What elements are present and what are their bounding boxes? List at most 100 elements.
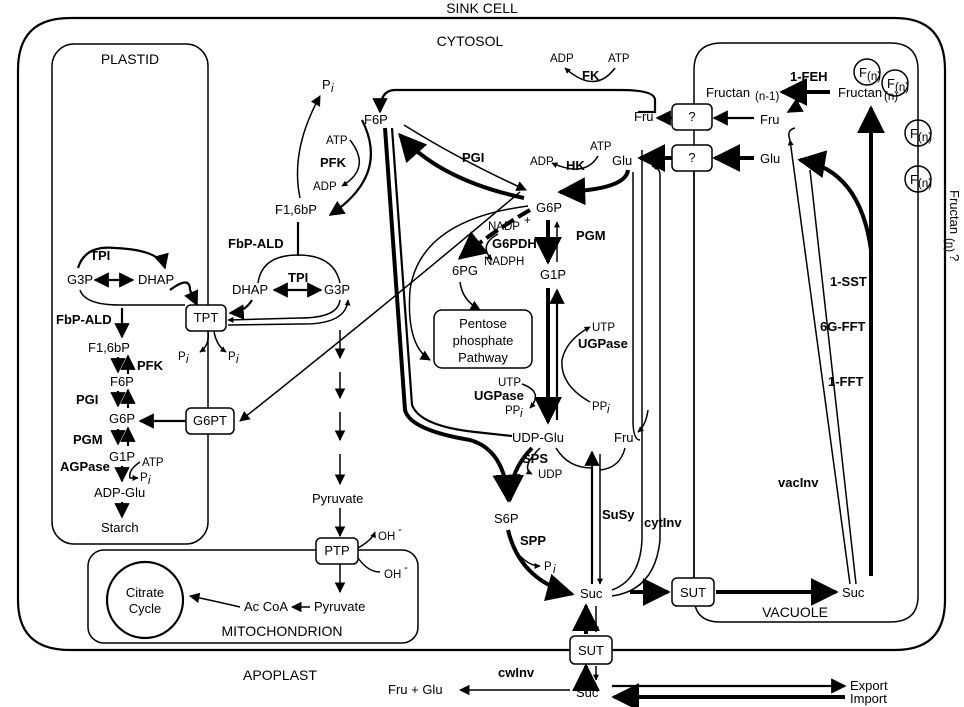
fk-arc bbox=[372, 88, 657, 114]
svg-text:(n): (n) bbox=[943, 238, 955, 252]
cyto-dhap-tpt-arrow bbox=[228, 299, 253, 320]
mito-ac-coa: Ac CoA bbox=[244, 599, 288, 614]
sps-side bbox=[525, 447, 541, 475]
hk-side bbox=[551, 155, 599, 170]
cyto-pi-top-sub: i bbox=[331, 83, 334, 95]
ptp-oh-out-sup: - bbox=[398, 524, 402, 536]
svg-text:?: ? bbox=[688, 109, 695, 124]
fructan-vesicle-4: F (n) bbox=[904, 165, 932, 193]
sut-membrane-transporter: SUT bbox=[569, 635, 613, 665]
vac-fructan-n1-sub: (n-1) bbox=[755, 91, 779, 103]
tpt-pi-left: P bbox=[178, 351, 186, 363]
svg-text:(n): (n) bbox=[895, 82, 909, 94]
svg-text:F: F bbox=[910, 126, 918, 141]
6pg-pentose-arrow bbox=[459, 281, 481, 311]
plastid-starch: Starch bbox=[101, 520, 139, 535]
cyto-g3p-tpt-line-2 bbox=[227, 299, 351, 326]
ugpase-1-side bbox=[561, 326, 591, 403]
ptp-oh-in bbox=[357, 557, 381, 573]
ugpase-utp-2: UTP bbox=[498, 377, 521, 389]
citrate-cycle-line2: Cycle bbox=[129, 601, 162, 616]
plastid-f16bp: F1,6bP bbox=[88, 340, 130, 355]
plastid-tpi: TPI bbox=[90, 248, 110, 263]
plastid-agpase: AGPase bbox=[60, 459, 110, 474]
plastid-pi-sub: i bbox=[148, 475, 151, 487]
vacinv-line-fru bbox=[787, 139, 851, 585]
ugpase-2: UGPase bbox=[474, 388, 524, 403]
citrate-cycle-line1: Citrate bbox=[126, 585, 164, 600]
plastid-compartment bbox=[51, 43, 209, 545]
plastid-fbp-ald: FbP-ALD bbox=[56, 312, 112, 327]
ugpase-ppi-1: PP bbox=[505, 405, 521, 417]
sst-glu-arc bbox=[797, 150, 873, 251]
plastid-pi: P bbox=[140, 472, 148, 484]
cyto-tpi: TPI bbox=[288, 270, 308, 285]
cyto-pgi: PGI bbox=[462, 150, 484, 165]
svg-text:SUT: SUT bbox=[680, 585, 706, 600]
cyto-glu-top: Glu bbox=[612, 153, 632, 168]
spp-pi: P bbox=[544, 561, 552, 573]
plastid-dhap-tpt-line bbox=[169, 281, 199, 307]
svg-text:(n): (n) bbox=[918, 178, 932, 190]
apoplast-label: APOPLAST bbox=[243, 667, 317, 683]
svg-text:Fructan: Fructan bbox=[947, 190, 962, 234]
unknown-fru-transporter: ? bbox=[671, 103, 713, 131]
hk-atp: ATP bbox=[590, 141, 612, 153]
cytinv-line-glu bbox=[611, 164, 661, 597]
fructan-vesicle-2: F (n) bbox=[881, 69, 909, 97]
feh-fru-arrow bbox=[786, 91, 806, 113]
g6pdh-arrow bbox=[457, 208, 531, 260]
svg-text:F: F bbox=[859, 65, 867, 80]
svg-text:Pentose: Pentose bbox=[459, 316, 507, 331]
cyto-f16bp-pi-arc bbox=[296, 95, 321, 199]
vacuole-label: VACUOLE bbox=[762, 604, 828, 620]
cyto-g6p-to-g6pt-arrow bbox=[239, 191, 521, 422]
cyto-g1p: G1P bbox=[540, 267, 566, 282]
vac-vacinv: vacInv bbox=[778, 475, 819, 490]
unknown-glu-transporter: ? bbox=[671, 144, 713, 172]
vac-glu: Glu bbox=[760, 151, 780, 166]
cyto-pyruvate: Pyruvate bbox=[312, 491, 363, 506]
fructan-vesicle-1: F (n) bbox=[853, 58, 881, 86]
fru-mid-arrow bbox=[637, 409, 649, 433]
fructan-side-label: Fructan (n) ? bbox=[943, 190, 962, 261]
tpt-pi-left-sub: i bbox=[186, 354, 189, 366]
cyto-g6pdh: G6PDH bbox=[492, 236, 537, 251]
svg-text:PTP: PTP bbox=[324, 543, 349, 558]
citrate-cycle bbox=[105, 560, 185, 640]
plastid-label: PLASTID bbox=[101, 51, 159, 67]
svg-text:(n): (n) bbox=[867, 71, 881, 83]
plastid-adp-glu: ADP-Glu bbox=[94, 485, 145, 500]
cyto-fbp-ald: FbP-ALD bbox=[228, 236, 284, 251]
cyto-dhap: DHAP bbox=[232, 282, 268, 297]
fk-atp: ATP bbox=[608, 53, 630, 65]
ugpase-ppi-2: PP bbox=[592, 401, 608, 413]
cyto-pfk: PFK bbox=[320, 155, 347, 170]
cyto-udp: UDP bbox=[538, 469, 563, 481]
mitochondrion-label: MITOCHONDRION bbox=[221, 623, 342, 639]
ptp-oh-out-label: OH bbox=[378, 531, 395, 543]
spp-side bbox=[519, 555, 541, 569]
svg-text:?: ? bbox=[947, 254, 962, 261]
ugpase-1: UGPase bbox=[578, 336, 628, 351]
ptp-oh-out bbox=[357, 531, 376, 549]
apo-export: Export bbox=[850, 678, 888, 693]
cytosol-label: CYTOSOL bbox=[437, 33, 504, 49]
tpt-pi-right-sub: i bbox=[236, 354, 239, 366]
plastid-pgi: PGI bbox=[76, 392, 98, 407]
svg-text:phosphate: phosphate bbox=[453, 333, 514, 348]
hk-adp: ADP bbox=[530, 156, 554, 168]
ugpase-2-side bbox=[521, 383, 537, 409]
ptp-oh-in-sup: - bbox=[404, 562, 408, 574]
udpglu-s6p-thick bbox=[496, 446, 534, 503]
sut-vacuole-transporter: SUT bbox=[671, 577, 715, 607]
tpt-pi-out bbox=[213, 330, 227, 353]
svg-text:SUT: SUT bbox=[578, 643, 604, 658]
g6p-pentose-loop bbox=[408, 205, 529, 361]
pgi-arc-top bbox=[398, 132, 525, 200]
vac-fru: Fru bbox=[760, 112, 780, 127]
vac-feh: 1-FEH bbox=[790, 69, 828, 84]
svg-text:?: ? bbox=[688, 150, 695, 165]
cyto-atp-pfk: ATP bbox=[326, 135, 348, 147]
vac-6gfft: 6G-FFT bbox=[820, 319, 866, 334]
